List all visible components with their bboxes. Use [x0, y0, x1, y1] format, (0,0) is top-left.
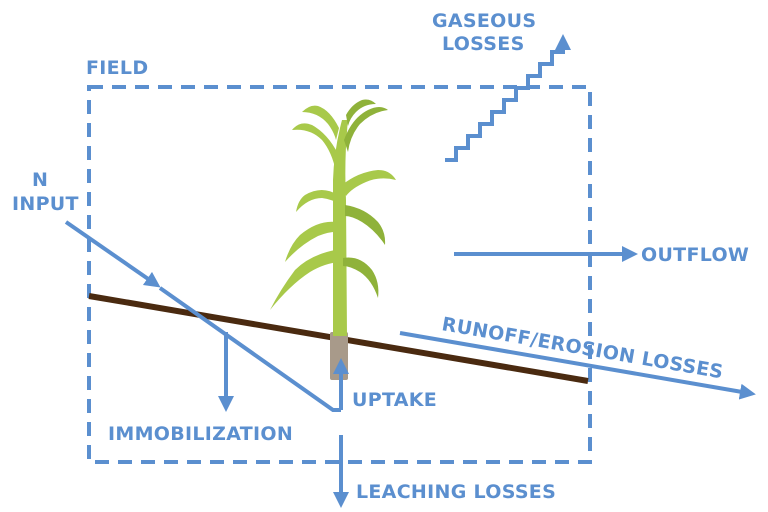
immobilization-label: IMMOBILIZATION [108, 423, 293, 445]
n-flow-path [158, 286, 341, 412]
uptake-label: UPTAKE [352, 389, 437, 411]
leaching-losses-label: LEACHING LOSSES [356, 481, 556, 503]
runoff-erosion-arrow [399, 331, 756, 400]
gaseous-losses-label-line1: GASEOUS [432, 10, 536, 32]
n-input-label-line2: INPUT [12, 193, 79, 215]
outflow-label: OUTFLOW [641, 244, 749, 266]
field-boundary [87, 85, 592, 464]
gaseous-losses-label-line2: LOSSES [442, 33, 525, 55]
n-input-arrow [64, 220, 161, 288]
staircase-arrow-icon [445, 34, 571, 162]
n-input-label-line1: N [32, 169, 48, 191]
corn-plant-icon [270, 99, 396, 336]
field-label: FIELD [86, 57, 148, 79]
